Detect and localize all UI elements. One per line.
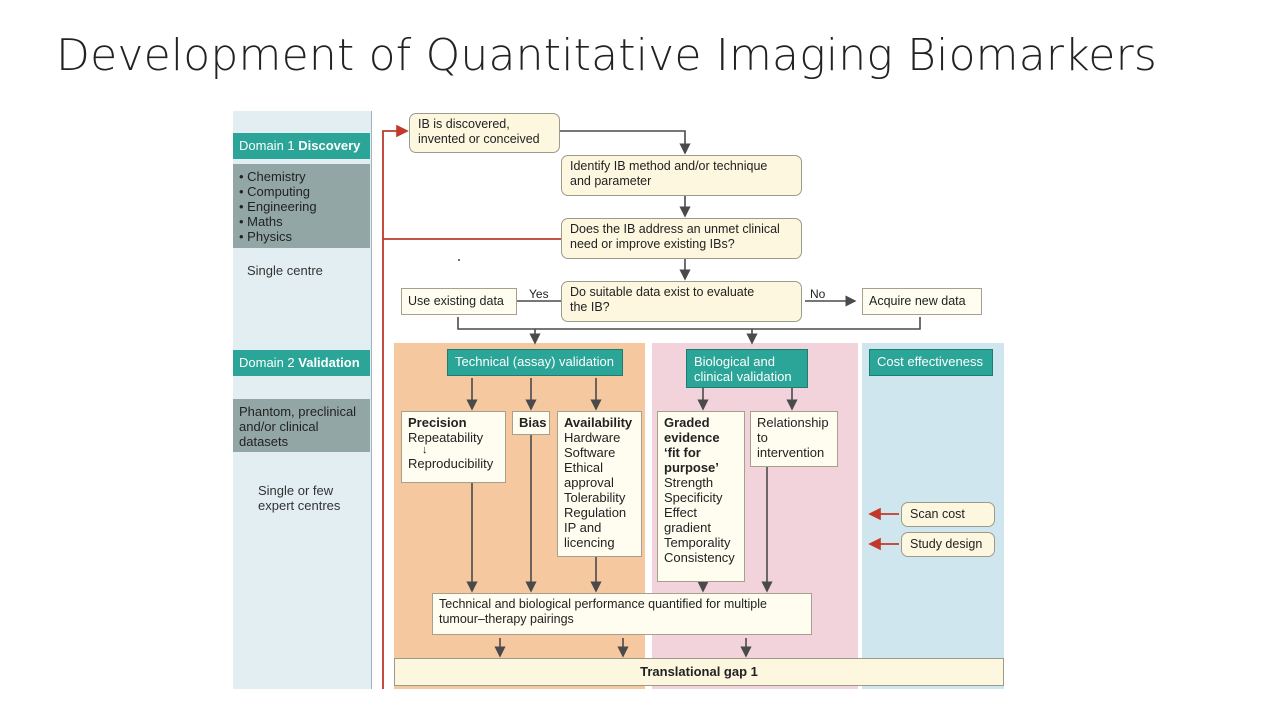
domain-2-datasets: Phantom, preclinical and/or clinical dat… [233, 399, 370, 452]
performance-box: Technical and biological performance qua… [432, 593, 812, 635]
graded-item: Effect [664, 505, 698, 520]
biological-validation-header: Biological and clinical validation [686, 349, 808, 388]
yes-label: Yes [529, 287, 549, 301]
graded-title: Graded [664, 415, 710, 430]
field-item: • Chemistry [239, 169, 306, 184]
performance-line: tumour–therapy pairings [439, 612, 574, 626]
dataset-line: Phantom, preclinical [239, 404, 357, 419]
box-line: invented or conceived [418, 132, 540, 146]
header-line: Biological and [694, 354, 775, 369]
field-item: • Computing [239, 184, 311, 199]
down-arrow-icon: ↓ [422, 444, 428, 456]
acquire-new-data-box: Acquire new data [862, 288, 982, 315]
graded-title: ‘fit for [664, 445, 701, 460]
graded-item: Consistency [664, 550, 735, 565]
field-item: • Engineering [239, 199, 317, 214]
connector-lines [382, 124, 921, 689]
domain-2-name: Validation [298, 355, 360, 370]
slide-title: Development of Quantitative Imaging Biom… [56, 30, 1157, 81]
domain-2-header: Domain 2 Validation [233, 350, 370, 376]
box-line: the IB? [570, 300, 610, 314]
header-line: clinical validation [694, 369, 792, 384]
graded-item: Specificity [664, 490, 723, 505]
setting-line: Single or few [258, 483, 334, 498]
box-line: Does the IB address an unmet clinical [570, 222, 780, 236]
graded-item: gradient [664, 520, 711, 535]
performance-line: Technical and biological performance qua… [439, 597, 767, 611]
availability-item: Tolerability [564, 490, 626, 505]
ib-discovered-box: IB is discovered, invented or conceived [409, 113, 560, 153]
domain-1-setting: Single centre [247, 263, 323, 278]
domain-1-prefix: Domain 1 [239, 138, 295, 153]
precision-title: Precision [408, 415, 467, 430]
domain-2-prefix: Domain 2 [239, 355, 295, 370]
domain-1-name: Discovery [298, 138, 361, 153]
box-line: Do suitable data exist to evaluate [570, 285, 755, 299]
availability-title: Availability [564, 415, 633, 430]
availability-item: IP and [564, 520, 602, 535]
use-existing-data-box: Use existing data [401, 288, 517, 315]
domain-1-fields: • Chemistry • Computing • Engineering • … [233, 164, 370, 248]
availability-box: Availability Hardware Software Ethical a… [557, 411, 642, 557]
box-line: need or improve existing IBs? [570, 237, 735, 251]
relationship-box: Relationship to intervention [750, 411, 838, 467]
technical-validation-header: Technical (assay) validation [447, 349, 623, 376]
setting-line: expert centres [258, 498, 341, 513]
dataset-line: datasets [239, 434, 289, 449]
translational-gap-bar: Translational gap 1 [394, 658, 1004, 686]
availability-item: Ethical [564, 460, 604, 475]
cost-effectiveness-header: Cost effectiveness [869, 349, 993, 376]
unmet-need-box: Does the IB address an unmet clinical ne… [561, 218, 802, 259]
availability-item: licencing [564, 535, 615, 550]
relationship-line: intervention [757, 445, 825, 460]
dataset-line: and/or clinical [239, 419, 319, 434]
field-item: • Maths [239, 214, 283, 229]
availability-item: Regulation [564, 505, 627, 520]
domain-column: Domain 1 Discovery • Chemistry • Computi… [233, 111, 372, 689]
precision-box: Precision Repeatability ↓ Reproducibilit… [401, 411, 506, 483]
availability-item: Hardware [564, 430, 621, 445]
graded-item: Temporality [664, 535, 731, 550]
field-item: • Physics [239, 229, 292, 244]
availability-item: Software [564, 445, 616, 460]
graded-title: purpose’ [664, 460, 719, 475]
study-design-box: Study design [901, 532, 995, 557]
relationship-line: Relationship [757, 415, 829, 430]
biomarker-flow-diagram: Domain 1 Discovery • Chemistry • Computi… [233, 111, 1005, 689]
box-line: Identify IB method and/or technique [570, 159, 768, 173]
identify-method-box: Identify IB method and/or technique and … [561, 155, 802, 196]
graded-title: evidence [664, 430, 720, 445]
bias-title: Bias [519, 415, 547, 430]
no-label: No [810, 287, 826, 301]
graded-item: Strength [664, 475, 714, 490]
relationship-line: to [757, 430, 768, 445]
box-line: IB is discovered, [418, 117, 510, 131]
domain-1-header: Domain 1 Discovery [233, 133, 370, 159]
scan-cost-box: Scan cost [901, 502, 995, 527]
precision-item: Repeatability [408, 430, 484, 445]
domain-2-setting: Single or few expert centres [258, 483, 340, 513]
availability-item: approval [564, 475, 614, 490]
suitable-data-box: Do suitable data exist to evaluate the I… [561, 281, 802, 322]
graded-evidence-box: Graded evidence ‘fit for purpose’ Streng… [657, 411, 745, 582]
bias-box: Bias [512, 411, 550, 435]
precision-item: Reproducibility [408, 456, 494, 471]
box-line: and parameter [570, 174, 652, 188]
